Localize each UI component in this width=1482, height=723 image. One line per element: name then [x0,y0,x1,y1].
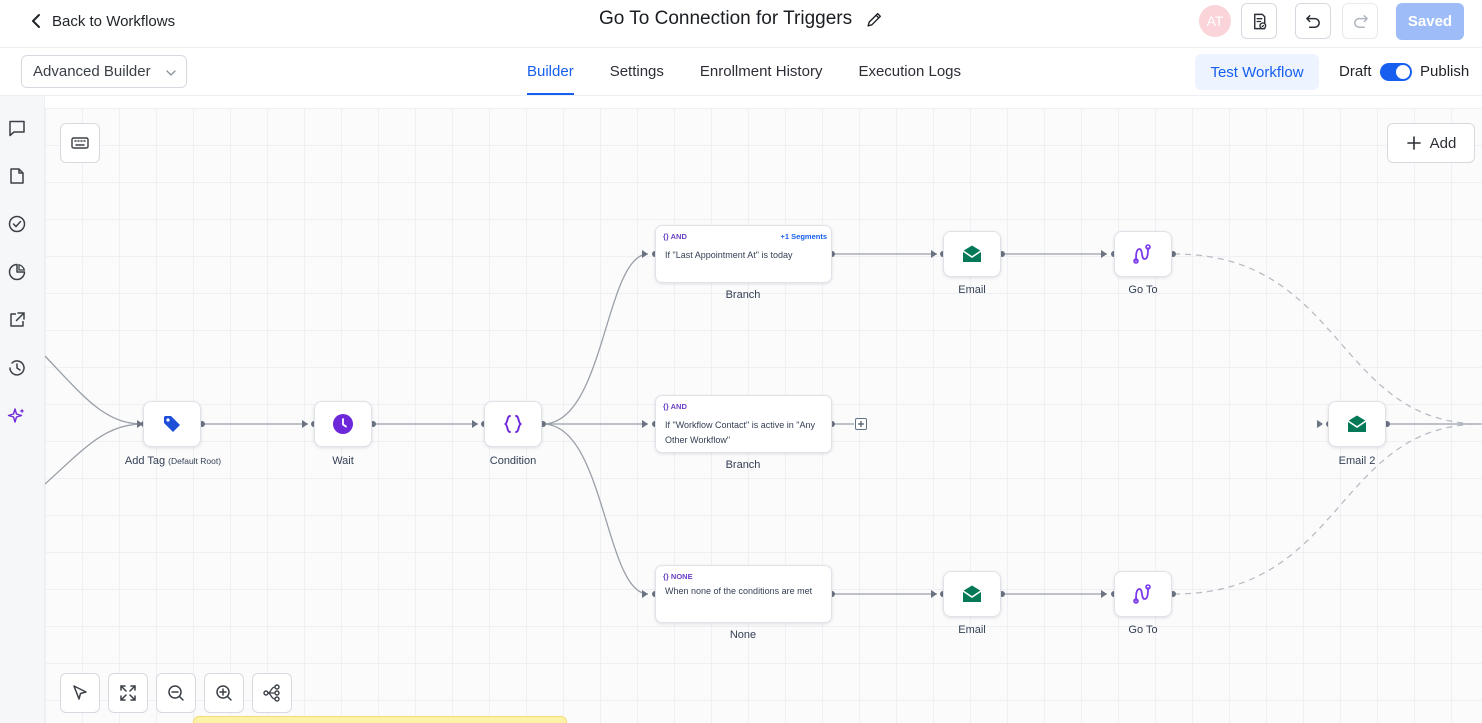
check-circle-icon[interactable] [7,214,27,234]
fit-view-button[interactable] [108,673,148,713]
sub-toolbar: Advanced Builder Builder Settings Enroll… [0,48,1482,96]
segments-badge[interactable]: +1 Segments [780,232,827,241]
builder-mode-value: Advanced Builder [33,63,151,80]
wait-label: Wait [332,455,354,467]
add-tag-label: Add Tag (Default Root) [124,455,222,467]
tab-settings[interactable]: Settings [609,63,664,80]
tab-builder[interactable]: Builder [527,48,574,95]
undo-icon [1305,14,1320,28]
email-label-bottom: Email [958,624,986,636]
email-label-top: Email [958,284,986,296]
add-tag-node[interactable] [143,401,201,447]
top-bar: Back to Workflows Go To Connection for T… [0,0,1482,48]
chevron-down-icon [166,70,176,76]
document-icon[interactable] [7,166,27,186]
avatar[interactable]: AT [1199,5,1231,37]
chevron-left-icon [32,14,40,28]
pie-chart-icon[interactable] [7,262,27,282]
plus-icon [1406,136,1421,150]
expand-icon [120,685,136,701]
email-icon [962,585,982,602]
publish-label: Publish [1420,63,1470,80]
test-workflow-button[interactable]: Test Workflow [1195,54,1319,90]
chat-icon[interactable] [7,118,27,138]
notification-banner [193,716,567,723]
add-node-button[interactable]: Add [1387,123,1475,163]
notes-button[interactable] [1241,3,1277,39]
back-label: Back to Workflows [52,12,176,30]
email-2-node[interactable] [1328,401,1386,447]
wait-node[interactable] [314,401,372,447]
branch-label-none: None [729,629,757,641]
branch-label-2: Branch [725,459,761,471]
plus-icon [858,421,864,427]
email-2-label: Email 2 [1338,455,1376,467]
branch-condition-text: If "Last Appointment At" is today [665,250,793,260]
redo-button[interactable] [1342,3,1378,39]
select-tool-button[interactable] [60,673,100,713]
cursor-icon [73,685,87,700]
branch-node-none[interactable]: {} NONE When none of the conditions are … [655,565,832,623]
add-label: Add [1429,134,1457,152]
goto-node-top[interactable] [1114,231,1172,277]
goto-icon [1133,584,1151,604]
clock-icon [333,414,353,434]
publish-toggle[interactable] [1380,63,1412,81]
left-sidebar [0,96,45,723]
condition-label: Condition [489,455,537,467]
saved-button[interactable]: Saved [1396,3,1464,40]
branch-node-2[interactable]: {} AND If "Workflow Contact" is active i… [655,395,832,453]
history-icon[interactable] [7,358,27,378]
branch-operator-tag: {} AND [663,402,687,411]
tab-execution-logs[interactable]: Execution Logs [858,63,962,80]
goto-icon [1133,244,1151,264]
branch-condition-text: When none of the conditions are met [665,586,813,596]
pencil-icon[interactable] [866,11,883,28]
document-check-icon [1253,13,1266,29]
zoom-out-button[interactable] [156,673,196,713]
goto-label-top: Go To [1128,284,1158,296]
zoom-in-icon [216,685,232,701]
external-link-icon[interactable] [7,310,27,330]
branch-node-1[interactable]: {} AND +1 Segments If "Last Appointment … [655,225,832,283]
email-icon [962,245,982,262]
branch-operator-tag: {} AND [663,232,687,241]
tab-enrollment-history[interactable]: Enrollment History [699,63,823,80]
keyboard-icon [71,137,89,149]
goto-node-bottom[interactable] [1114,571,1172,617]
email-node-top[interactable] [943,231,1001,277]
workflow-title-text: Go To Connection for Triggers [599,8,853,29]
auto-layout-button[interactable] [252,673,292,713]
sparkles-icon[interactable] [7,406,27,426]
back-to-workflows-link[interactable]: Back to Workflows [28,10,175,32]
flow-layout-icon [263,684,280,702]
redo-icon [1353,14,1368,28]
tab-bar: Builder Settings Enrollment History Exec… [527,48,997,95]
goto-label-bottom: Go To [1128,624,1158,636]
email-node-bottom[interactable] [943,571,1001,617]
zoom-in-button[interactable] [204,673,244,713]
workflow-canvas[interactable]: Add Add Tag (Default Root) Wait Conditio… [45,108,1482,723]
connector-lines [45,250,1482,598]
builder-mode-select[interactable]: Advanced Builder [21,55,187,88]
email-icon [1347,415,1367,432]
draft-label: Draft [1339,63,1372,80]
add-step-button[interactable] [855,418,867,430]
condition-node[interactable] [484,401,542,447]
branch-operator-tag: {} NONE [663,572,693,581]
keyboard-shortcuts-button[interactable] [60,123,100,163]
branch-label-1: Branch [725,289,761,301]
undo-button[interactable] [1295,3,1331,39]
branch-condition-text: If "Workflow Contact" is active in "Any … [665,420,815,445]
braces-icon [503,415,523,433]
zoom-out-icon [168,685,184,701]
tag-icon [164,416,180,432]
workflow-title: Go To Connection for Triggers [599,8,883,30]
